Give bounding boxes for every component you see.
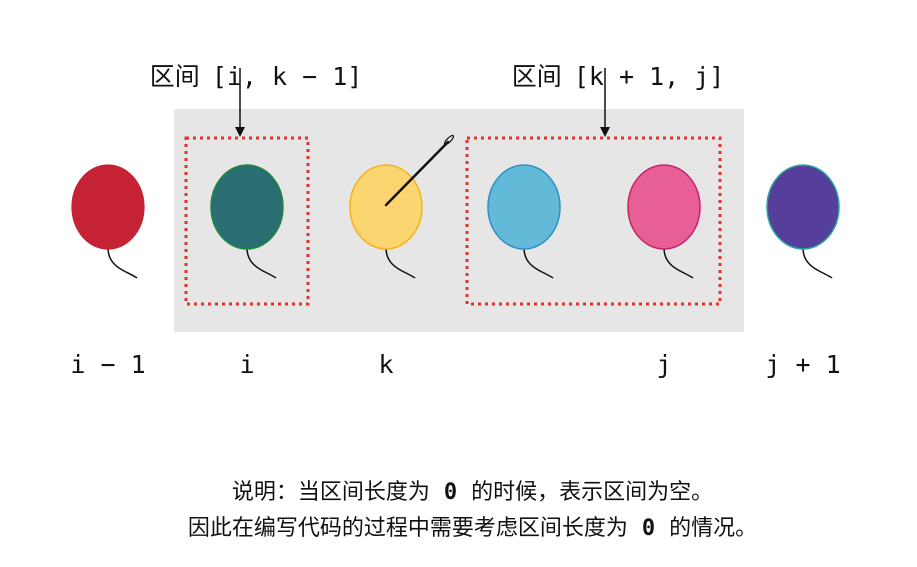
caption-line-2: 因此在编写代码的过程中需要考虑区间长度为 0 的情况。 (0, 485, 917, 567)
balloon-1 (210, 164, 284, 279)
balloon-body (210, 164, 284, 250)
balloon-body (766, 164, 840, 250)
balloon-string (246, 247, 277, 279)
balloon-2 (349, 134, 455, 279)
caption-line-1-pre: 说明：当区间长度为 (231, 480, 430, 505)
balloon-body (487, 164, 561, 250)
balloon-string (385, 247, 416, 279)
caption-line-1: 说明：当区间长度为 0 的时候，表示区间为空。 (0, 449, 917, 531)
balloon-0 (71, 164, 145, 279)
index-label-k: k (378, 350, 394, 379)
index-label-j-plus-1: j + 1 (765, 350, 841, 379)
balloon-3 (487, 164, 561, 279)
caption-line-1-post: 的时候，表示区间为空。 (471, 480, 714, 505)
left-range-arrow (235, 68, 245, 137)
balloon-string (663, 247, 694, 279)
index-label-i: i (239, 350, 255, 379)
right-range-arrow (600, 68, 610, 137)
left-range-box (184, 136, 310, 306)
balloon-string (802, 247, 833, 279)
left-range-label: 区间 [i, k − 1] (118, 28, 363, 122)
left-range-math: [i, k − 1] (211, 62, 363, 91)
needle-icon (384, 134, 455, 207)
balloon-string (107, 247, 138, 279)
left-range-prefix: 区间 (149, 62, 200, 91)
right-range-prefix: 区间 (511, 62, 562, 91)
right-range-math: [k + 1, j] (573, 62, 725, 91)
caption-line-2-zero: 0 (641, 516, 656, 541)
balloon-4 (627, 164, 701, 279)
caption-line-1-zero: 0 (443, 480, 458, 505)
caption-line-2-pre: 因此在编写代码的过程中需要考虑区间长度为 (187, 516, 628, 541)
caption-line-2-post: 的情况。 (669, 516, 758, 541)
right-range-label: 区间 [k + 1, j] (480, 28, 725, 122)
diagram-canvas (71, 68, 840, 332)
diagram-stage: 区间 [i, k − 1] 区间 [k + 1, j] i − 1 i k j j … (0, 28, 917, 541)
balloon-5 (766, 164, 840, 279)
index-label-i-minus-1: i − 1 (70, 350, 146, 379)
balloon-body (71, 164, 145, 250)
balloon-body (349, 164, 423, 250)
balloon-string (523, 247, 554, 279)
right-range-box (465, 136, 722, 306)
balloon-body (627, 164, 701, 250)
index-label-j: j (656, 350, 672, 379)
